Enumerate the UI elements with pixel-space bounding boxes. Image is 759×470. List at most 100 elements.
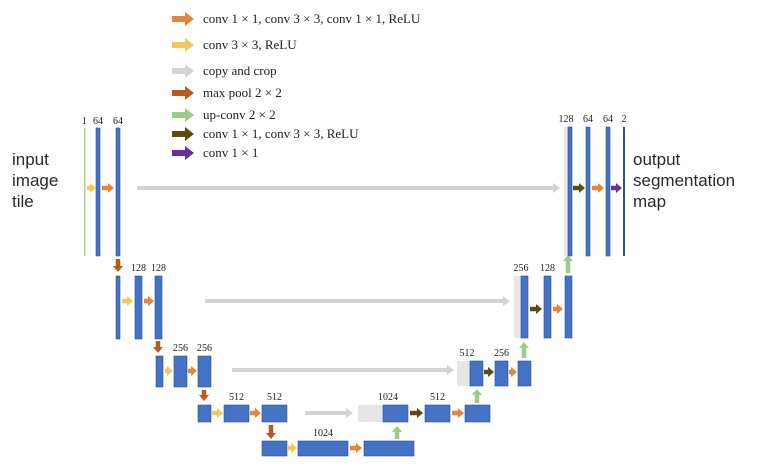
up-conv-arrow-d3 [519, 342, 529, 358]
channels-label-1024-up: 1024 [378, 392, 398, 403]
input-label-line-2: image [12, 171, 58, 190]
feature-map-256-a [173, 355, 188, 388]
conv3-arrow-e3a [165, 366, 173, 376]
conv113-arrow-d2b [553, 304, 563, 314]
feature-map-512-a [223, 404, 250, 423]
decoder-level-3: 512 256 [457, 342, 532, 387]
legend-arrow-conv1-shape [172, 146, 194, 160]
conv1-arrow-d1c [611, 183, 622, 193]
feature-map-512-d4a [424, 404, 451, 423]
legend-arrow-upconv-shape [172, 108, 194, 122]
feature-map-256-d3b [517, 360, 532, 387]
conv13-arrow-d3a-shape [484, 367, 494, 377]
encoder-level-1: 1 64 64 [82, 116, 123, 272]
channels-label-64-d1a: 64 [583, 114, 593, 125]
feature-map-128-pooled [155, 355, 164, 388]
legend-item-upconv: up-conv 2 × 2 [172, 107, 276, 122]
conv3-arrow-e4a [212, 408, 223, 418]
max-pool-arrow-e4-shape [266, 425, 276, 439]
conv113-arrow-e2b-shape [144, 296, 154, 306]
upconv-feature-map-d2 [520, 275, 529, 339]
legend: conv 1 × 1, conv 3 × 3, conv 1 × 1, ReLU… [172, 11, 421, 160]
legend-item-conv113: conv 1 × 1, conv 3 × 3, conv 1 × 1, ReLU [172, 11, 421, 26]
channels-label-64-b: 64 [113, 116, 123, 127]
decoder-level-4: 1024 512 [358, 389, 491, 423]
copy-crop-arrow-level-4 [305, 408, 353, 418]
channels-label-512-a: 512 [229, 392, 244, 403]
legend-arrow-pool-shape [172, 86, 194, 100]
conv113-arrow-d4b [452, 408, 464, 418]
conv3-arrow-e1a [87, 183, 96, 193]
max-pool-arrow-e1 [113, 259, 123, 272]
channels-label-128-a: 128 [131, 263, 146, 274]
feature-map-128-d2a [543, 275, 552, 339]
legend-label-pool: max pool 2 × 2 [203, 85, 282, 100]
channels-label-128-d2: 128 [540, 263, 555, 274]
feature-map-64-d1a [585, 126, 591, 257]
decoder-level-2: 256 128 [514, 255, 573, 339]
channels-label-256-a: 256 [173, 343, 188, 354]
upconv-feature-map-d4 [382, 404, 409, 423]
legend-arrow-upconv [172, 108, 194, 122]
legend-label-conv113: conv 1 × 1, conv 3 × 3, conv 1 × 1, ReLU [203, 11, 421, 26]
up-conv-arrow-d3-shape [519, 342, 529, 358]
conv113-arrow-e1b [102, 183, 114, 193]
feature-map-64-b [115, 127, 121, 257]
conv13-arrow-d1a [573, 183, 585, 193]
conv3-arrow-b1 [288, 443, 297, 453]
input-label-line-1: input [12, 150, 49, 169]
up-conv-arrow-d4 [472, 389, 482, 403]
copy-crop-arrow-level-3-shape [232, 365, 454, 375]
conv13-arrow-d4a-shape [410, 408, 423, 418]
output-label: output segmentation map [633, 150, 735, 211]
channels-label-512-b: 512 [267, 392, 282, 403]
legend-item-conv1: conv 1 × 1 [172, 145, 258, 160]
max-pool-arrow-e2 [153, 341, 163, 353]
legend-arrow-conv1 [172, 146, 194, 160]
output-label-line-3: map [633, 192, 666, 211]
conv113-arrow-e3b-shape [188, 366, 197, 376]
legend-item-pool: max pool 2 × 2 [172, 85, 282, 100]
up-conv-arrow-b [392, 426, 402, 439]
channels-label-256-b: 256 [197, 343, 212, 354]
encoder-level-2: 128 128 [115, 263, 166, 353]
bottleneck: 1024 [261, 426, 415, 457]
conv113-arrow-e3b [188, 366, 197, 376]
feature-map-128-d2b [564, 275, 573, 339]
skip-connections [137, 183, 560, 418]
channels-label-512-up: 512 [430, 392, 445, 403]
legend-label-conv13: conv 1 × 1, conv 3 × 3, ReLU [203, 126, 359, 141]
feature-map-256-d3a [494, 360, 509, 387]
legend-item-copy: copy and crop [172, 63, 277, 78]
conv13-arrow-d2a [530, 304, 542, 314]
conv113-arrow-e1b-shape [102, 183, 114, 193]
copy-crop-arrow-level-1-shape [137, 183, 560, 193]
copied-feature-map-d4 [358, 405, 383, 422]
output-segmentation-bar [623, 127, 625, 256]
max-pool-arrow-e2-shape [153, 341, 163, 353]
conv113-arrow-d3b-shape [509, 367, 517, 377]
conv113-arrow-d1b-shape [592, 183, 604, 193]
copy-crop-arrow-level-1 [137, 183, 560, 193]
conv13-arrow-d4a [410, 408, 423, 418]
max-pool-arrow-e4 [266, 425, 276, 439]
upconv-feature-map-d3 [469, 360, 484, 387]
copied-feature-map-d2 [514, 276, 521, 338]
channels-label-256-d2: 256 [514, 263, 529, 274]
conv113-arrow-e2b [144, 296, 154, 306]
up-conv-arrow-d4-shape [472, 389, 482, 403]
encoder-level-4: 512 512 [197, 392, 288, 439]
copied-feature-map-d3 [457, 361, 470, 386]
feature-map-64-d1b [605, 126, 611, 257]
input-label-line-3: tile [12, 192, 34, 211]
up-conv-arrow-d2 [563, 255, 573, 273]
feature-map-256-b [197, 355, 212, 388]
channels-label-256-d3: 256 [494, 348, 509, 359]
input-tile-bar [84, 128, 86, 256]
decoder-level-1: 128 64 64 2 [559, 114, 627, 257]
conv1-arrow-d1c-shape [611, 183, 622, 193]
output-label-line-2: segmentation [633, 171, 735, 190]
conv13-arrow-d3a [484, 367, 494, 377]
